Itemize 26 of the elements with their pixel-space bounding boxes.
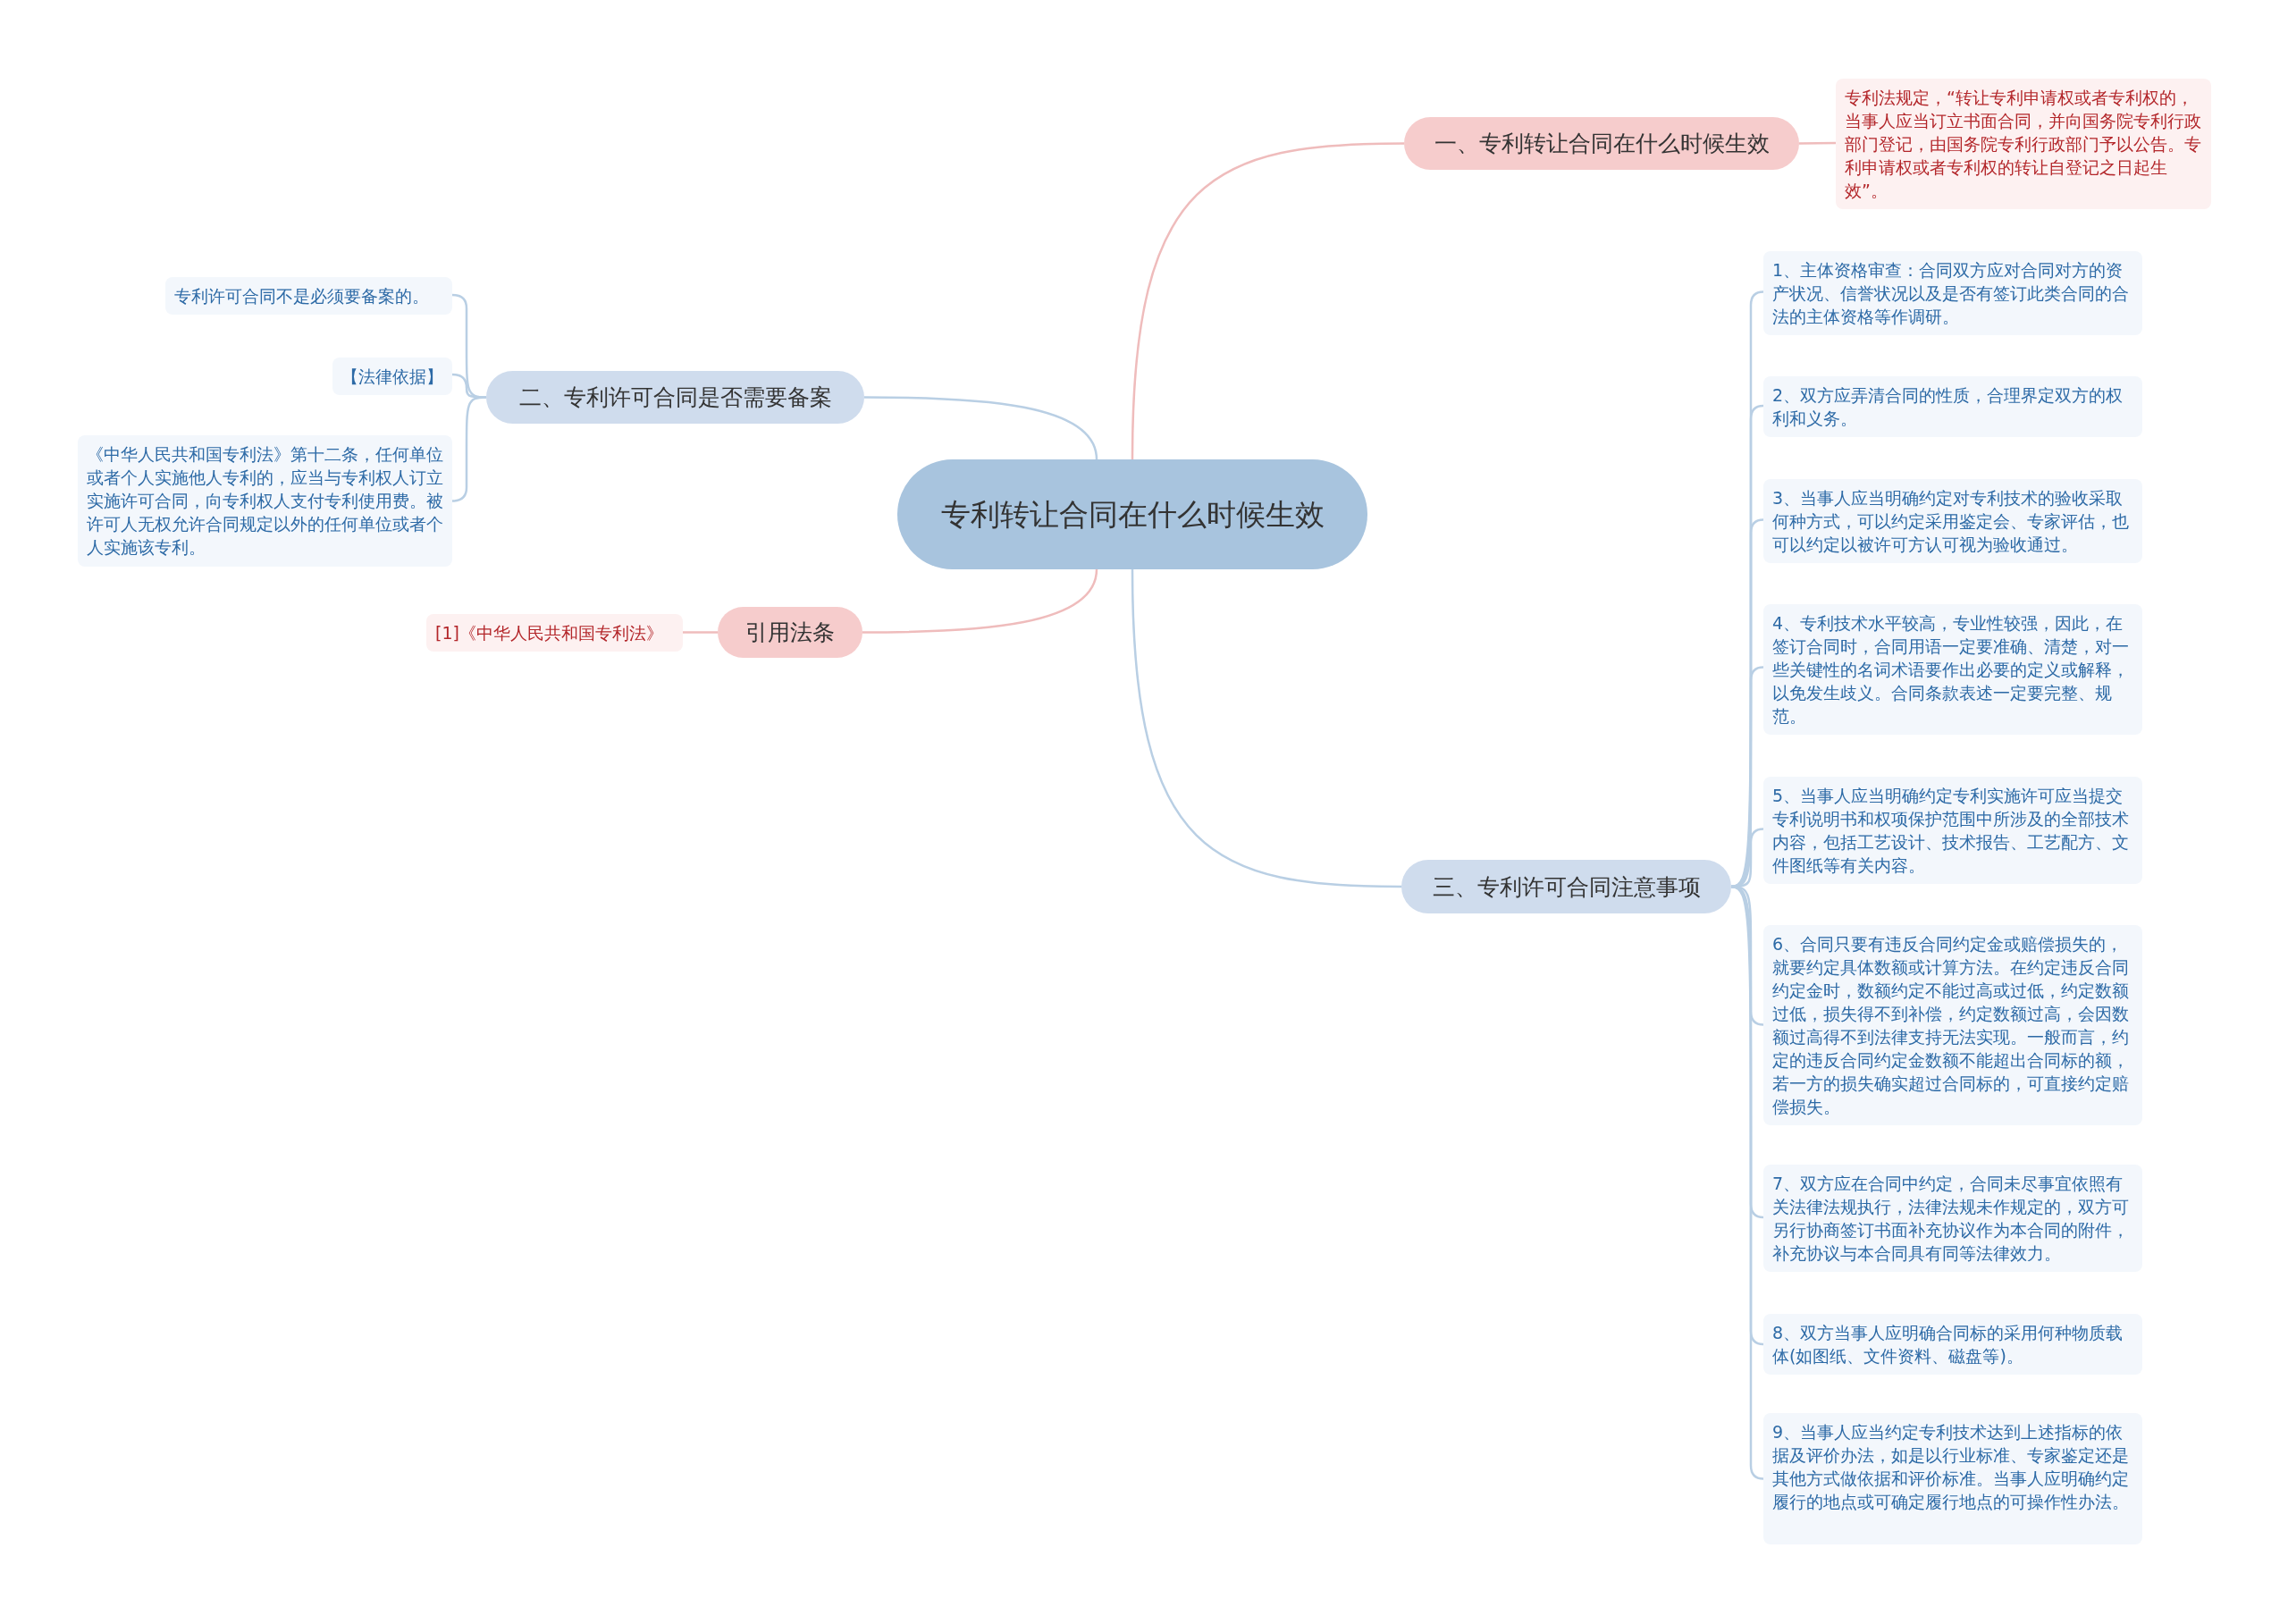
note-box: 8、双方当事人应明确合同标的采用何种物质载体(如图纸、文件资料、磁盘等)。 — [1763, 1314, 2142, 1375]
note-box: 1、主体资格审查：合同双方应对合同对方的资产状况、信誉状况以及是否有签订此类合同的合法的主体资格等作调研。 — [1763, 251, 2142, 335]
connector-line — [451, 396, 487, 502]
branch-topic: 三、专利许可合同注意事项 — [1401, 860, 1731, 913]
note-box: 5、当事人应当明确约定专利实施许可应当提交专利说明书和权项保护范围中所涉及的全部技术内容，包括工艺设计、技术报告、工艺配方、文件图纸等有关内容。 — [1763, 777, 2142, 884]
branch-topic: 引用法条 — [718, 607, 862, 658]
note-box: 6、合同只要有违反合同约定金或赔偿损失的，就要约定具体数额或计算方法。在约定违反合同约定金时，数额约定不能过高或过低，约定数额过低，损失得不到补偿，约定数额过高，会因数额过高得不到法律支持无法实现。一般而言，约定的违反合同约定金数额不能超出合同标的额，若一方的损失确实超过合同标的，可直接约定赔偿损失。 — [1763, 925, 2142, 1125]
connector-line — [1131, 142, 1405, 460]
note-box: 【法律依据】 — [332, 358, 452, 395]
note-box: 《中华人民共和国专利法》第十二条，任何单位或者个人实施他人专利的，应当与专利权人订立实施许可合同，向专利权人支付专利使用费。被许可人无权允许合同规定以外的任何单位或者个人实施该专利。 — [78, 435, 452, 567]
note-box: [1]《中华人民共和国专利法》 — [426, 614, 683, 652]
branch-topic: 一、专利转让合同在什么时候生效 — [1404, 117, 1799, 170]
note-box: 3、当事人应当明确约定对专利技术的验收采取何种方式，可以约定采用鉴定会、专家评估，也可以约定以被许可方认可视为验收通过。 — [1763, 479, 2142, 563]
note-box: 专利法规定，“转让专利申请权或者专利权的，当事人应当订立书面合同，并向国务院专利行政部门登记，由国务院专利行政部门予以公告。专利申请权或者专利权的转让自登记之日起生效”。 — [1836, 79, 2211, 209]
connector-line — [1131, 568, 1402, 888]
connector-line — [864, 396, 1098, 460]
central-topic: 专利转让合同在什么时候生效 — [897, 459, 1367, 569]
connector-line — [862, 568, 1098, 634]
note-box: 2、双方应弄清合同的性质，合理界定双方的权利和义务。 — [1763, 376, 2142, 437]
branch-topic: 二、专利许可合同是否需要备案 — [486, 371, 864, 424]
note-box: 7、双方应在合同中约定，合同未尽事宜依照有关法律法规执行，法律法规未作规定的，双方可另行协商签订书面补充协议作为本合同的附件，补充协议与本合同具有同等法律效力。 — [1763, 1165, 2142, 1272]
connector-line — [683, 631, 718, 634]
note-box: 专利许可合同不是必须要备案的。 — [165, 277, 452, 315]
note-box: 4、专利技术水平较高，专业性较强，因此，在签订合同时，合同用语一定要准确、清楚，对一些关键性的名词术语要作出必要的定义或解释，以免发生歧义。合同条款表述一定要完整、规范。 — [1763, 604, 2142, 735]
note-box: 9、当事人应当约定专利技术达到上述指标的依据及评价办法，如是以行业标准、专家鉴定还是其他方式做依据和评价标准。当事人应明确约定履行的地点或可确定履行地点的可操作性办法。 — [1763, 1413, 2142, 1544]
connector-line — [1799, 141, 1836, 145]
